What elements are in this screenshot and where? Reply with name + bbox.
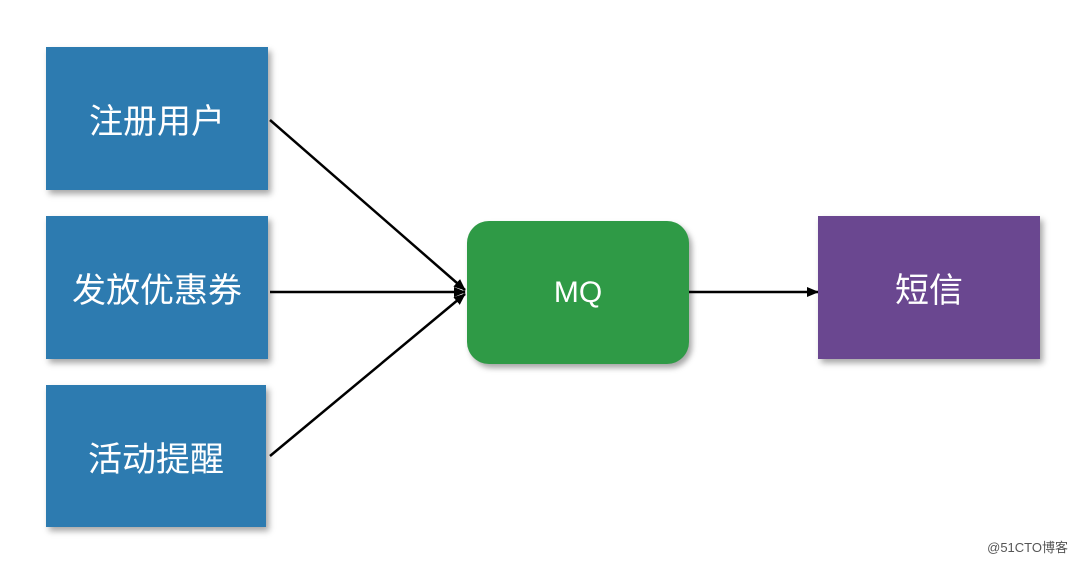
- node-issue-coupon: 发放优惠券: [46, 216, 268, 359]
- edge-event-to-mq: [269, 293, 466, 457]
- node-event-reminder: 活动提醒: [46, 385, 266, 527]
- node-message-queue: MQ: [467, 221, 689, 364]
- watermark-text: @51CTO博客: [987, 540, 1068, 555]
- node-register-user-label: 注册用户: [89, 102, 225, 142]
- node-event-reminder-label: 活动提醒: [88, 439, 224, 480]
- node-register-user: 注册用户: [46, 47, 268, 190]
- edge-register-to-mq: [269, 119, 466, 291]
- node-sms-label: 短信: [895, 271, 963, 311]
- node-message-queue-label: MQ: [553, 275, 603, 309]
- node-sms: 短信: [818, 216, 1040, 359]
- node-issue-coupon-label: 发放优惠券: [72, 271, 242, 311]
